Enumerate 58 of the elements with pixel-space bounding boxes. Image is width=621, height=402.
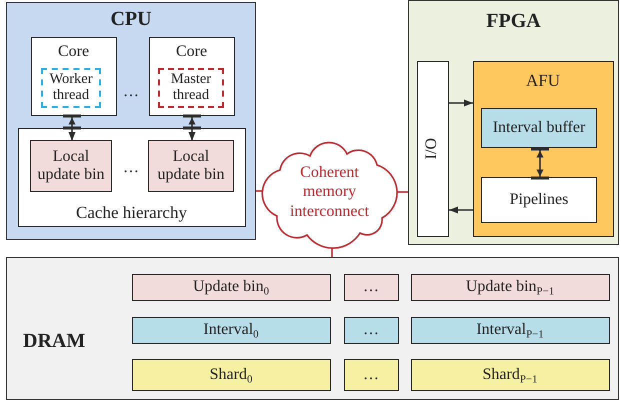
fpga-panel [408, 0, 619, 245]
block-label: Update bin$_{P−1}$ [466, 278, 554, 296]
thread-label: Master thread [170, 72, 212, 104]
block-label: Shard$_{P−1}$ [482, 366, 538, 384]
block-label: Interval$_{P−1}$ [476, 321, 544, 339]
panel-title: DRAM [23, 330, 86, 352]
data-block [410, 358, 610, 390]
block-label: … [363, 366, 379, 384]
thread-label: Worker thread [48, 72, 94, 104]
core-box [148, 36, 234, 116]
panel-title: CPU [110, 8, 152, 31]
connector-line [256, 190, 262, 192]
thread-box [41, 68, 101, 108]
connector-line [331, 248, 333, 257]
pipeline-label: Pipelines [510, 190, 568, 210]
ellipsis: … [123, 84, 139, 100]
connector-line [397, 191, 408, 193]
pipeline-box [481, 177, 597, 223]
afu-box [472, 60, 614, 236]
interconnect-cloud [262, 140, 397, 248]
arrow [449, 206, 473, 214]
data-block [344, 316, 398, 344]
cache-label: Cache hierarchy [76, 202, 187, 222]
data-block [410, 274, 610, 300]
bin-box [30, 140, 112, 192]
core-label: Core [58, 42, 90, 61]
data-block [344, 358, 398, 390]
data-block [132, 316, 330, 344]
cache-box [18, 128, 246, 226]
core-box [30, 36, 116, 116]
data-block [410, 316, 610, 344]
double-arrow [63, 114, 81, 141]
cloud-label: Coherent memory interconnect [288, 163, 370, 221]
bin-box [148, 140, 234, 192]
io-bar [416, 60, 448, 236]
buffer-box [481, 108, 597, 148]
block-label: … [363, 278, 379, 296]
data-block [344, 274, 398, 300]
arrow [449, 100, 473, 106]
bin-label: Local update bin [156, 148, 226, 184]
data-block [132, 274, 330, 300]
afu-label: AFU [526, 70, 560, 90]
bin-label: Local update bin [36, 148, 106, 184]
core-label: Core [176, 42, 208, 61]
double-arrow [183, 114, 201, 141]
data-block [132, 358, 330, 390]
block-label: Interval$_{0}$ [203, 321, 259, 339]
block-label: Shard$_{0}$ [210, 366, 252, 384]
block-label: … [363, 321, 379, 339]
thread-box [158, 68, 224, 108]
ellipsis: … [123, 160, 139, 176]
double-arrow [531, 148, 549, 180]
io-label: I/O [423, 138, 442, 160]
memory-panel [6, 257, 619, 400]
processor-panel [6, 2, 256, 240]
buffer-label: Interval buffer [492, 118, 586, 138]
block-label: Update bin$_{0}$ [192, 278, 270, 296]
panel-title: FPGA [486, 10, 541, 33]
